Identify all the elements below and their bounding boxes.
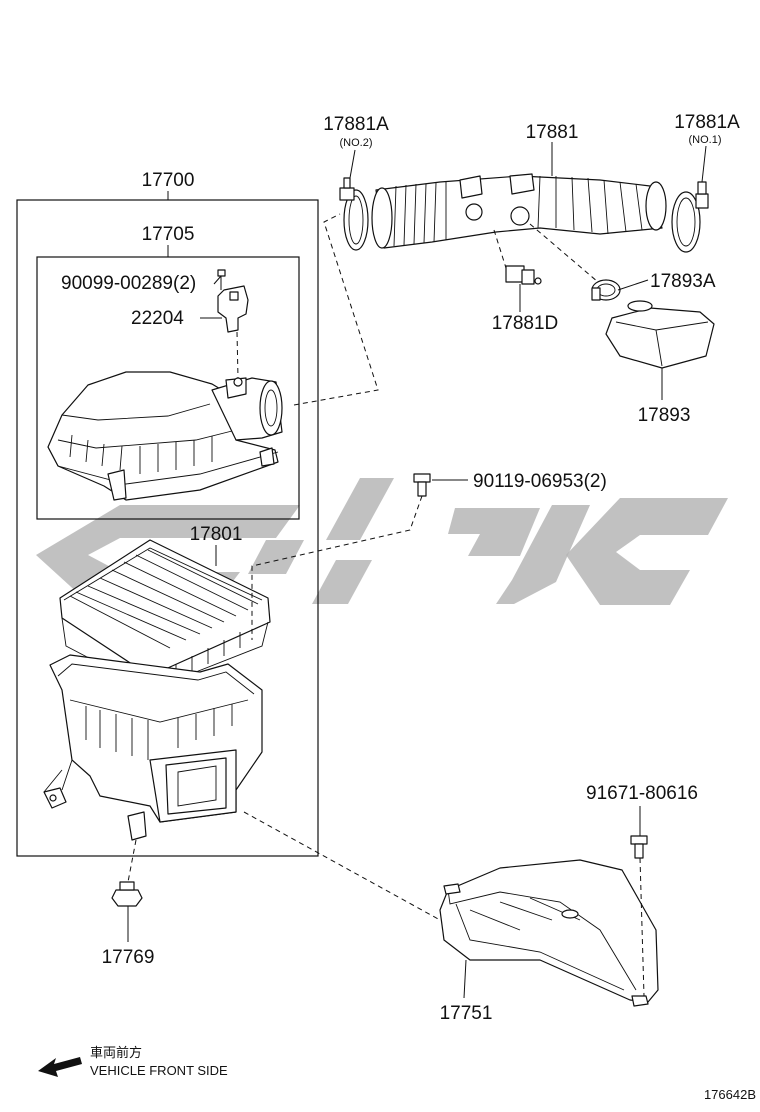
front-direction-arrow-icon bbox=[38, 1057, 82, 1077]
label-17700: 17700 bbox=[142, 170, 195, 191]
label-17769: 17769 bbox=[102, 947, 155, 968]
label-no2: (NO.2) bbox=[340, 137, 373, 149]
diagram-reference-code: 176642B bbox=[704, 1087, 756, 1102]
resonator-17893 bbox=[605, 300, 715, 369]
label-17881a-no2: 17881A bbox=[323, 114, 389, 135]
label-17881a-no1: 17881A bbox=[674, 112, 740, 133]
hose-clamp-17893a bbox=[591, 279, 621, 301]
mass-air-flow-sensor-22204 bbox=[217, 285, 249, 333]
bolt-90099 bbox=[217, 269, 226, 290]
vehicle-front-indicator: 車両前方 VEHICLE FRONT SIDE bbox=[38, 1045, 228, 1078]
label-17705: 17705 bbox=[142, 224, 195, 245]
label-17881: 17881 bbox=[526, 122, 579, 143]
hose-clamp-17881a-no1 bbox=[671, 181, 709, 253]
direction-label-jp: 車両前方 bbox=[90, 1045, 142, 1060]
label-90119: 90119-06953(2) bbox=[473, 471, 607, 492]
grommet-17769 bbox=[111, 881, 143, 907]
bolt-90119 bbox=[413, 473, 431, 497]
label-17893: 17893 bbox=[638, 405, 691, 426]
label-22204: 22204 bbox=[131, 308, 184, 329]
air-cleaner-case bbox=[43, 654, 263, 841]
bolt-91671 bbox=[630, 835, 648, 859]
label-90099: 90099-00289(2) bbox=[61, 273, 196, 294]
hose-clamp-17881a-no2 bbox=[339, 177, 369, 251]
label-17751: 17751 bbox=[440, 1003, 493, 1024]
intake-hose-17881 bbox=[371, 173, 667, 249]
label-17801: 17801 bbox=[190, 524, 243, 545]
air-inlet-duct-17751 bbox=[439, 859, 659, 1007]
label-91671: 91671-80616 bbox=[586, 783, 698, 804]
direction-label-en: VEHICLE FRONT SIDE bbox=[90, 1063, 228, 1078]
label-no1: (NO.1) bbox=[689, 134, 722, 146]
label-17893a: 17893A bbox=[650, 271, 716, 292]
label-17881d: 17881D bbox=[492, 313, 559, 334]
air-cleaner-cap bbox=[47, 371, 283, 501]
vacuum-sensor-17881d bbox=[505, 265, 542, 285]
